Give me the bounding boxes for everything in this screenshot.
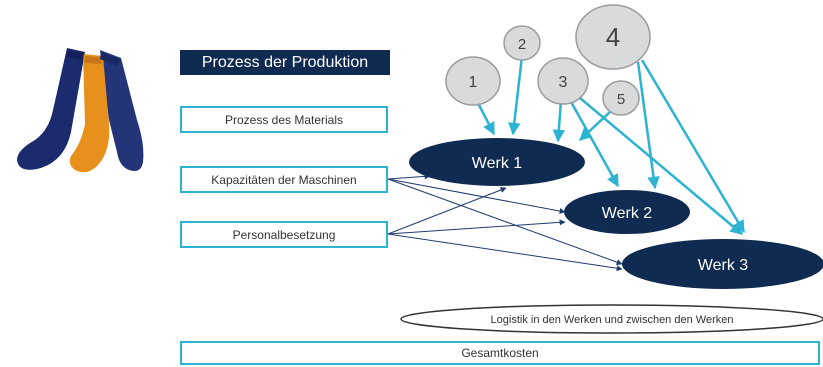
werk-1-label: Werk 1 (472, 155, 522, 172)
werk-2-label: Werk 2 (602, 205, 652, 222)
sock-navy-left-cuff (67, 50, 84, 60)
logistik-label: Logistik in den Werken und zwischen den … (491, 314, 734, 326)
bubble-arrows (476, 55, 746, 235)
arrow-b4-werk3 (640, 59, 746, 234)
arrow-maschinen-werk1 (387, 173, 431, 180)
socks-illustration (17, 48, 144, 173)
werk-3: Werk 3 (622, 239, 823, 289)
arrow-b2-werk1 (508, 55, 524, 136)
bubble-2-label: 2 (518, 36, 526, 53)
sock-navy-right-cuff (100, 52, 120, 66)
factor-box-maschinen: Kapazitäten der Maschinen (180, 166, 388, 193)
sock-orange-cuff (85, 56, 102, 64)
arrow-b1-werk1 (476, 102, 496, 136)
factor-box-personal: Personalbesetzung (180, 221, 388, 248)
bubble-1: 1 (445, 56, 501, 106)
werk-3-label: Werk 3 (698, 257, 748, 274)
werk-2: Werk 2 (564, 190, 690, 234)
arrow-maschinen-werk3 (387, 178, 623, 265)
sock-orange (69, 54, 110, 173)
arrow-maschinen-werk2 (387, 178, 566, 214)
sock-navy-left (17, 48, 85, 170)
gesamtkosten-box: Gesamtkosten (180, 341, 820, 365)
bubble-5-label: 5 (617, 91, 625, 108)
factor-arrows (387, 173, 623, 272)
bubble-1-label: 1 (469, 74, 478, 91)
bubble-5: 5 (602, 80, 640, 116)
bubble-4-label: 4 (606, 22, 620, 52)
bubble-3-label: 3 (559, 74, 568, 91)
slide-title: Prozess der Produktion (180, 50, 390, 75)
factor-box-material: Prozess des Materials (180, 106, 388, 133)
bubble-2: 2 (503, 25, 541, 61)
bubble-3: 3 (537, 57, 589, 105)
arrow-b3-werk2 (568, 99, 620, 188)
arrow-b3-werk3 (579, 97, 743, 235)
arrow-b5-werk1 (579, 109, 613, 141)
arrow-personal-werk3 (387, 233, 623, 272)
bubble-4: 4 (575, 4, 651, 70)
sock-navy-right (100, 50, 144, 171)
werk-1: Werk 1 (409, 138, 585, 186)
arrow-b3-werk1 (552, 99, 566, 143)
arrow-personal-werk1 (387, 187, 507, 235)
logistik: Logistik in den Werken und zwischen den … (400, 304, 823, 334)
arrow-personal-werk2 (387, 219, 566, 235)
arrow-b4-werk2 (636, 61, 660, 190)
